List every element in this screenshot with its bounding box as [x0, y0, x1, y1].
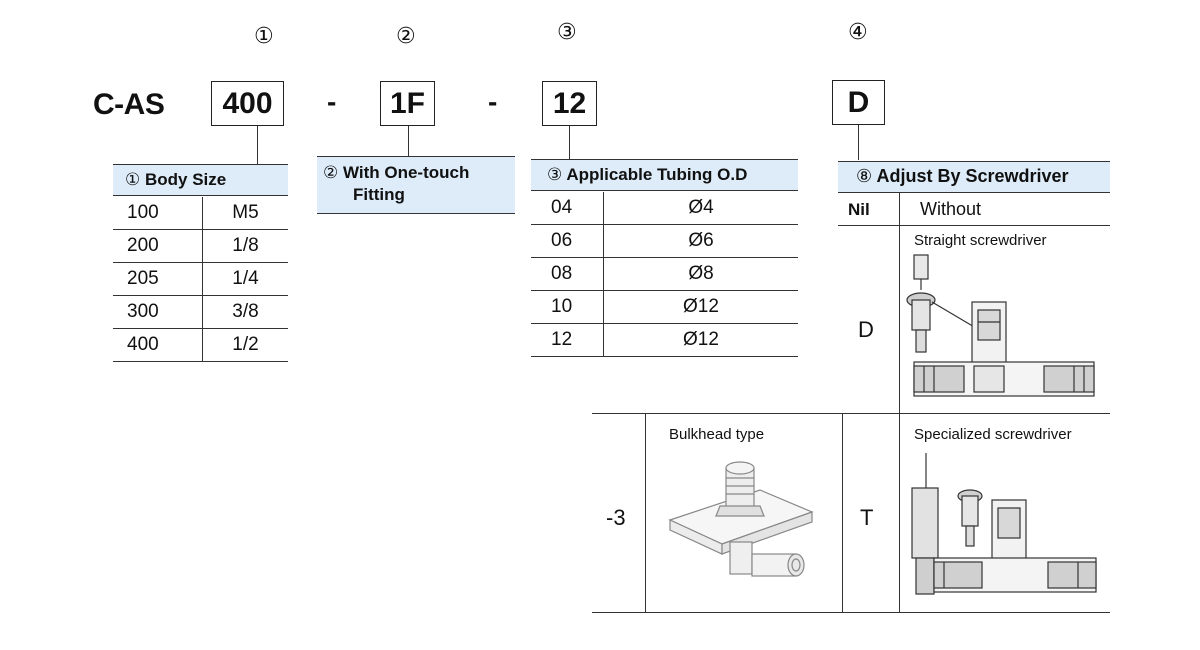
- connector-1: [257, 126, 258, 164]
- tubing-od: Ø12: [603, 323, 798, 357]
- segment-tubing: 12: [542, 81, 597, 126]
- bottom-line: [592, 612, 1110, 613]
- body-size-header-label: Body Size: [144, 170, 227, 189]
- tubing-header-label: Applicable Tubing O.D: [566, 165, 748, 184]
- fitting-header-line2: Fitting: [353, 185, 405, 204]
- adjust-divider: [899, 193, 900, 613]
- nil-label: Without: [920, 199, 982, 219]
- fitting-header: ② With One-touch Fitting: [317, 156, 515, 214]
- body-size-code: 400: [113, 328, 203, 362]
- bulkhead-illustration: [668, 461, 814, 577]
- tubing-od: Ø6: [603, 224, 798, 258]
- tubing-code: 10: [531, 290, 604, 324]
- body-size-port: 3/8: [202, 295, 288, 329]
- tubing-od: Ø4: [603, 192, 798, 225]
- straight-screwdriver-illustration: [906, 254, 1095, 397]
- tubing-od: Ø8: [603, 257, 798, 291]
- tubing-code: 04: [531, 192, 604, 225]
- separator-2: -: [488, 86, 498, 117]
- bulkhead-right-divider: [842, 413, 843, 612]
- bulkhead-divider: [645, 413, 646, 612]
- connector-4: [858, 125, 859, 160]
- tubing-header-num: ③: [547, 165, 563, 185]
- nil-code: Nil: [848, 200, 870, 219]
- lower-row-line: [592, 413, 1110, 414]
- body-size-port: M5: [202, 197, 288, 230]
- adjust-header-label: Adjust By Screwdriver: [876, 166, 1069, 186]
- segment-fitting: 1F: [380, 81, 435, 126]
- model-prefix: C-AS: [93, 88, 165, 121]
- body-size-code: 300: [113, 295, 203, 329]
- t-code: T: [860, 505, 874, 530]
- bulkhead-code: -3: [606, 505, 626, 530]
- adjust-header: ⑧ Adjust By Screwdriver: [838, 161, 1110, 193]
- tubing-od: Ø12: [603, 290, 798, 324]
- connector-2: [408, 126, 409, 156]
- fitting-header-line1: With One-touch: [342, 163, 470, 182]
- bulkhead-caption: Bulkhead type: [669, 426, 765, 443]
- body-size-code: 200: [113, 229, 203, 263]
- segment-body-size: 400: [211, 81, 284, 126]
- tubing-code: 06: [531, 224, 604, 258]
- body-size-header-num: ①: [125, 170, 141, 190]
- specialized-screwdriver-caption: Specialized screwdriver: [914, 426, 1072, 443]
- adjust-row-line-1: [838, 225, 1110, 226]
- adjust-header-num: ⑧: [856, 166, 873, 187]
- straight-screwdriver-caption: Straight screwdriver: [914, 232, 1047, 249]
- body-size-port: 1/8: [202, 229, 288, 263]
- body-size-header: ① Body Size: [113, 164, 288, 196]
- specialized-screwdriver-illustration: [911, 453, 1097, 595]
- body-size-code: 205: [113, 262, 203, 296]
- marker-2: ②: [396, 24, 416, 49]
- tubing-code: 12: [531, 323, 604, 357]
- tubing-code: 08: [531, 257, 604, 291]
- d-code: D: [858, 317, 874, 342]
- marker-1: ①: [254, 24, 274, 49]
- body-size-port: 1/2: [202, 328, 288, 362]
- connector-3: [569, 126, 570, 159]
- body-size-code: 100: [113, 197, 203, 230]
- marker-4: ④: [848, 20, 868, 45]
- fitting-header-num: ②: [323, 163, 339, 183]
- tubing-header: ③ Applicable Tubing O.D: [531, 159, 798, 191]
- body-size-port: 1/4: [202, 262, 288, 296]
- segment-adjust: D: [832, 80, 885, 125]
- separator-1: -: [327, 86, 337, 117]
- marker-3: ③: [557, 20, 577, 45]
